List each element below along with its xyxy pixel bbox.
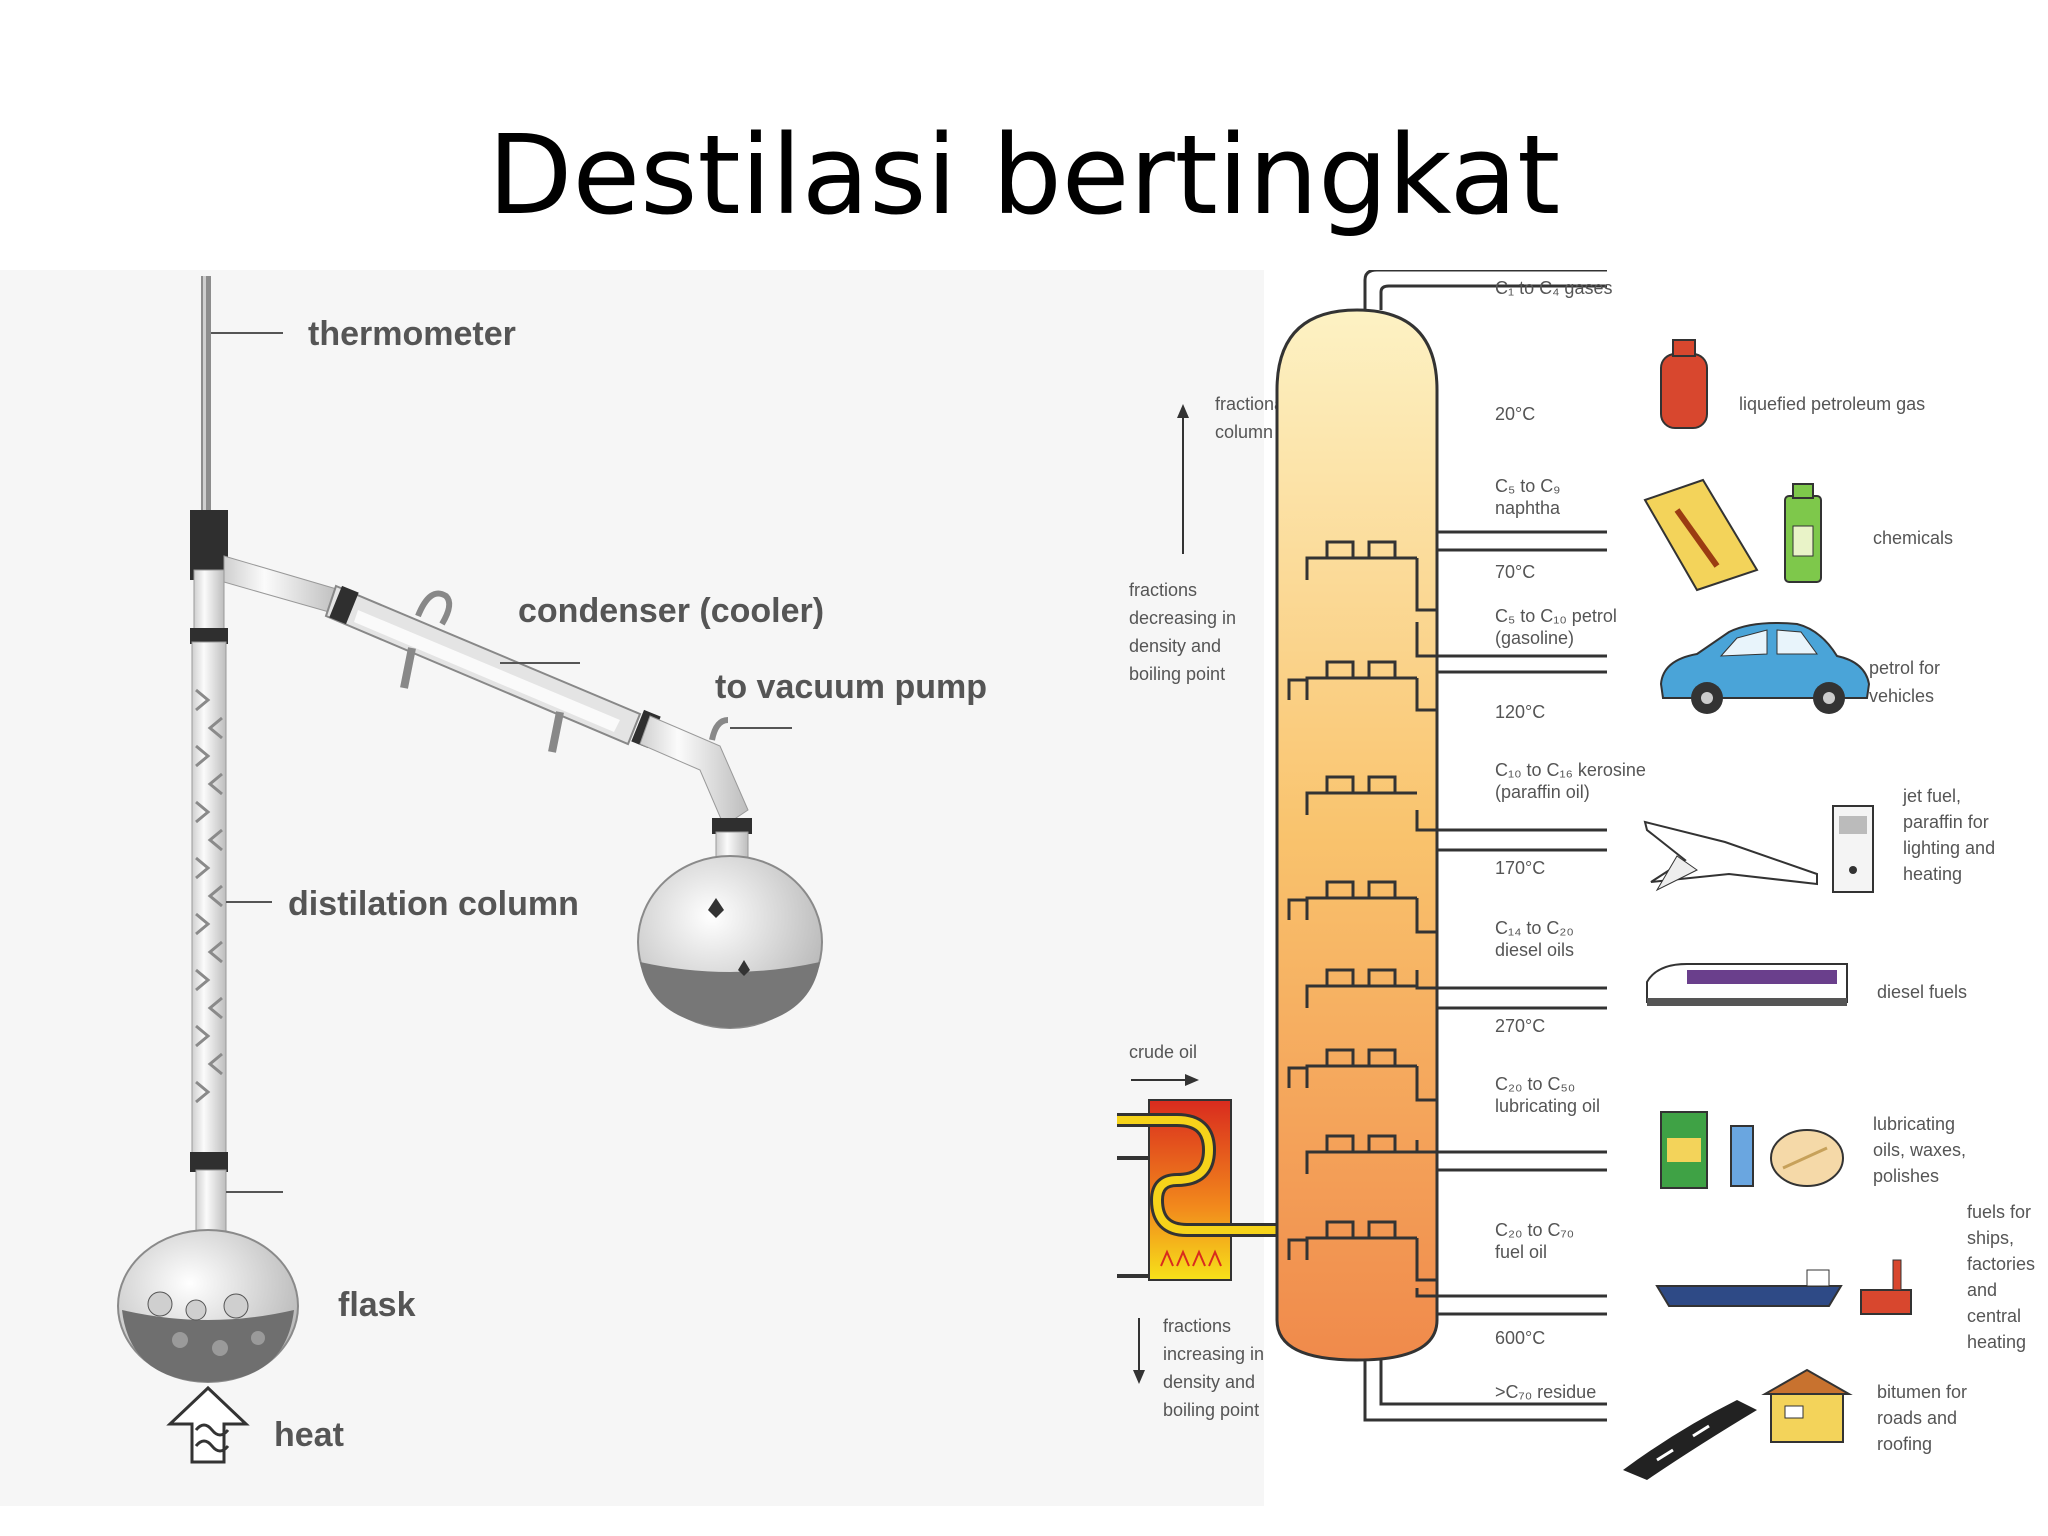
fraction-gases-name: C₁ to C₄ gases	[1495, 278, 1612, 298]
column-name-line2: column	[1215, 422, 1273, 442]
use-fueloil-1: fuels for	[1967, 1202, 2031, 1222]
use-residue-3: roofing	[1877, 1434, 1932, 1454]
use-petrol-2: vehicles	[1869, 686, 1934, 706]
boiling-flask	[117, 1229, 299, 1383]
fraction-lubricating-name2: lubricating oil	[1495, 1096, 1600, 1116]
fractionating-column	[1275, 268, 1607, 1422]
receiving-flask	[637, 855, 823, 1029]
fraction-diesel-name: C₁₄ to C₂₀	[1495, 918, 1574, 938]
gas-cylinder-icon	[1660, 339, 1708, 429]
use-chemicals: chemicals	[1873, 528, 1953, 548]
road-icon	[1623, 1400, 1757, 1480]
furnace	[1115, 1099, 1301, 1281]
fraction-lubricating-name: C₂₀ to C₅₀	[1495, 1074, 1575, 1094]
use-petrol-1: petrol for	[1869, 658, 1940, 678]
up-note-2: decreasing in	[1129, 608, 1236, 628]
fraction-naphtha-temp: 70°C	[1495, 562, 1535, 582]
car-icon	[1659, 622, 1871, 714]
fraction-fueloil-temp: 600°C	[1495, 1328, 1545, 1348]
column-trays	[1287, 540, 1437, 1282]
fraction-diesel-temp: 270°C	[1495, 1016, 1545, 1036]
column-direction-up	[1177, 404, 1189, 554]
factory-icon	[1860, 1259, 1912, 1315]
use-kerosine-3: lighting and	[1903, 838, 1995, 858]
use-lubricating-3: polishes	[1873, 1166, 1939, 1186]
heat-label: heat	[274, 1416, 344, 1454]
fractionating-column-diagram: fractionating column fractions decreasin…	[1115, 268, 2048, 1506]
down-note-3: density and	[1163, 1372, 1255, 1392]
ship-icon	[1655, 1269, 1843, 1307]
use-kerosine-1: jet fuel,	[1902, 786, 1961, 806]
use-lpg: liquefied petroleum gas	[1739, 394, 1925, 414]
train-icon	[1646, 963, 1848, 1006]
still-head	[190, 510, 228, 644]
use-fueloil-3: factories	[1967, 1254, 2035, 1274]
fraction-naphtha-name2: naphtha	[1495, 498, 1561, 518]
use-residue-1: bitumen for	[1877, 1382, 1967, 1402]
condenser	[223, 555, 661, 753]
vacuum-pump-label: to vacuum pump	[715, 668, 987, 706]
crude-oil-label: crude oil	[1129, 1042, 1197, 1062]
distillation-column	[190, 641, 283, 1241]
crude-oil-arrow-icon	[1131, 1074, 1199, 1086]
chemicals-icon	[1643, 478, 1822, 592]
fraction-gases-temp: 20°C	[1495, 404, 1535, 424]
column-direction-down	[1133, 1318, 1145, 1384]
down-note-4: boiling point	[1163, 1400, 1259, 1420]
vacuum-adapter	[639, 715, 792, 863]
jet-icon	[1643, 820, 1818, 892]
draw-off-pipes	[1415, 530, 1607, 1316]
up-note-3: density and	[1129, 636, 1221, 656]
down-note-1: fractions	[1163, 1316, 1231, 1336]
fraction-residue-name: >C₇₀ residue	[1495, 1382, 1596, 1402]
use-lubricating-1: lubricating	[1873, 1114, 1955, 1134]
fraction-naphtha-name: C₅ to C₉	[1495, 476, 1560, 496]
thermometer-label: thermometer	[308, 315, 516, 353]
use-residue-2: roads and	[1877, 1408, 1957, 1428]
use-kerosine-2: paraffin for	[1903, 812, 1989, 832]
house-icon	[1761, 1368, 1853, 1443]
use-fueloil-4: and	[1967, 1280, 1997, 1300]
down-note-2: increasing in	[1163, 1344, 1264, 1364]
use-fueloil-2: ships,	[1967, 1228, 2014, 1248]
lab-distillation-diagram: thermometer condenser (cooler) to vacuum…	[0, 270, 1264, 1506]
up-note-1: fractions	[1129, 580, 1197, 600]
fraction-fueloil-name: C₂₀ to C₇₀	[1495, 1220, 1574, 1240]
thermometer	[201, 276, 283, 516]
distillation-column-label: distilation column	[288, 885, 579, 923]
fraction-kerosine-name2: (paraffin oil)	[1495, 782, 1590, 802]
use-diesel: diesel fuels	[1877, 982, 1967, 1002]
fraction-fueloil-name2: fuel oil	[1495, 1242, 1547, 1262]
flask-label: flask	[338, 1286, 416, 1324]
use-lubricating-2: oils, waxes,	[1873, 1140, 1966, 1160]
fraction-petrol-temp: 120°C	[1495, 702, 1545, 722]
lubricants-icon	[1660, 1111, 1844, 1189]
use-kerosine-4: heating	[1903, 864, 1962, 884]
heater-icon	[1832, 805, 1874, 893]
up-note-4: boiling point	[1129, 664, 1225, 684]
fraction-petrol-name: C₅ to C₁₀ petrol	[1495, 606, 1617, 626]
heat-arrow-icon	[166, 1385, 250, 1464]
fraction-kerosine-name: C₁₀ to C₁₆ kerosine	[1495, 760, 1646, 780]
use-fueloil-6: heating	[1967, 1332, 2026, 1352]
fraction-kerosine-temp: 170°C	[1495, 858, 1545, 878]
use-fueloil-5: central	[1967, 1306, 2021, 1326]
fraction-diesel-name2: diesel oils	[1495, 940, 1574, 960]
condenser-label: condenser (cooler)	[518, 592, 824, 630]
fraction-petrol-name2: (gasoline)	[1495, 628, 1574, 648]
slide-title: Destilasi bertingkat	[487, 111, 1561, 239]
